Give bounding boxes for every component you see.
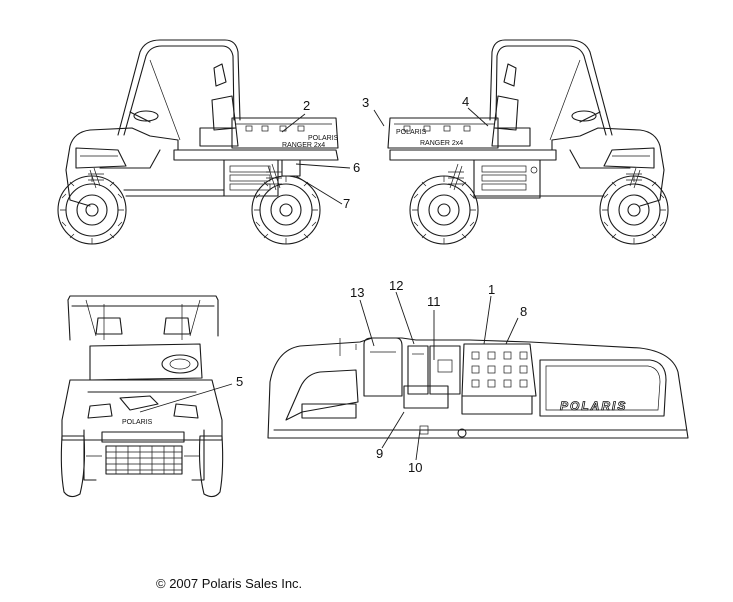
callout-numbers: 1 2 3 4 5 6 7 8 9 10 11 12 13 [236, 94, 527, 475]
polaris-bed-decal-right: POLARIS [396, 129, 427, 136]
polaris-bed-decal-left: POLARIS [308, 135, 339, 142]
callout-12: 12 [389, 278, 403, 293]
ranger-decal-right: RANGER 2x4 [420, 140, 463, 147]
callout-2: 2 [303, 98, 310, 113]
callout-8: 8 [520, 304, 527, 319]
vehicle-left-side-view: POLARIS RANGER 2x4 [57, 39, 339, 245]
callout-10: 10 [408, 460, 422, 475]
vehicle-right-side-view: POLARIS RANGER 2x4 [387, 39, 669, 245]
callout-6: 6 [353, 160, 360, 175]
callout-5: 5 [236, 374, 243, 389]
copyright-notice: © 2007 Polaris Sales Inc. [156, 576, 303, 591]
callout-3: 3 [362, 95, 369, 110]
cargo-box-rear-view: POLARIS [267, 337, 689, 439]
callout-13: 13 [350, 285, 364, 300]
leader-lines [139, 107, 519, 461]
polaris-front-decal: POLARIS [122, 419, 153, 426]
polaris-dash-decal: POLARIS [560, 399, 627, 413]
callout-7: 7 [343, 196, 350, 211]
ranger-decal-left: RANGER 2x4 [282, 142, 325, 149]
callout-1: 1 [488, 282, 495, 297]
callout-4: 4 [462, 94, 469, 109]
callout-11: 11 [427, 294, 441, 309]
callout-9: 9 [376, 446, 383, 461]
vehicle-front-view: POLARIS [60, 295, 224, 498]
